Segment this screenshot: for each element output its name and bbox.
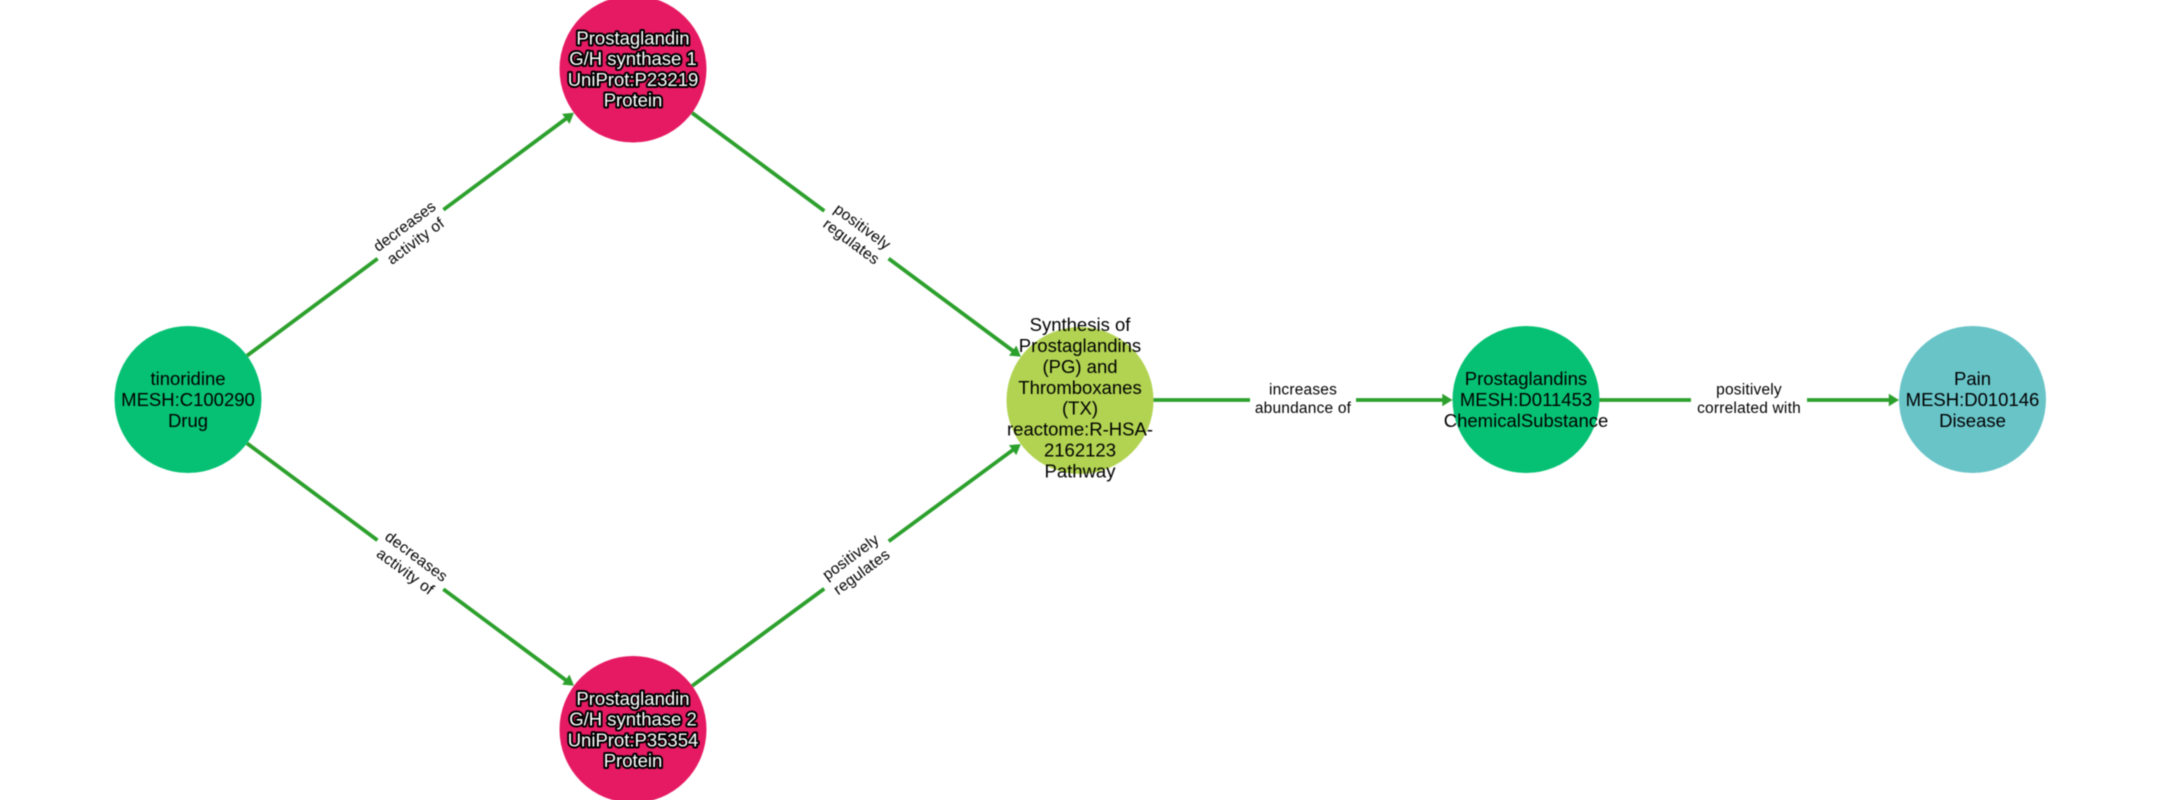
svg-text:Prostaglandins: Prostaglandins — [1019, 335, 1141, 356]
svg-text:Thromboxanes: Thromboxanes — [1018, 377, 1141, 398]
svg-text:reactome:R-HSA-: reactome:R-HSA- — [1007, 419, 1153, 440]
svg-text:(TX): (TX) — [1062, 398, 1098, 419]
svg-text:Prostaglandin: Prostaglandin — [576, 688, 689, 709]
svg-text:correlated with: correlated with — [1697, 400, 1801, 417]
svg-text:G/H synthase 2: G/H synthase 2 — [569, 709, 697, 730]
svg-text:MESH:D010146: MESH:D010146 — [1906, 389, 2040, 410]
svg-text:positively: positively — [1716, 382, 1782, 399]
svg-text:ChemicalSubstance: ChemicalSubstance — [1444, 410, 1609, 431]
svg-text:tinoridine: tinoridine — [150, 368, 225, 389]
svg-text:Prostaglandins: Prostaglandins — [1465, 368, 1587, 389]
svg-text:2162123: 2162123 — [1044, 440, 1116, 461]
svg-text:Protein: Protein — [604, 90, 663, 111]
svg-text:increases: increases — [1269, 382, 1337, 399]
svg-text:Drug: Drug — [168, 410, 208, 431]
svg-text:(PG) and: (PG) and — [1042, 356, 1117, 377]
svg-text:Disease: Disease — [1939, 410, 2006, 431]
svg-text:Pain: Pain — [1954, 368, 1991, 389]
svg-text:G/H synthase 1: G/H synthase 1 — [569, 48, 697, 69]
svg-text:abundance of: abundance of — [1255, 400, 1352, 417]
svg-text:Prostaglandin: Prostaglandin — [576, 27, 689, 48]
svg-text:Synthesis of: Synthesis of — [1030, 314, 1132, 335]
svg-text:Protein: Protein — [604, 750, 663, 771]
svg-text:UniProt:P35354: UniProt:P35354 — [568, 729, 699, 750]
svg-text:Pathway: Pathway — [1045, 460, 1117, 481]
svg-text:UniProt:P23219: UniProt:P23219 — [568, 69, 699, 90]
svg-text:MESH:C100290: MESH:C100290 — [121, 389, 255, 410]
svg-text:MESH:D011453: MESH:D011453 — [1460, 389, 1592, 410]
